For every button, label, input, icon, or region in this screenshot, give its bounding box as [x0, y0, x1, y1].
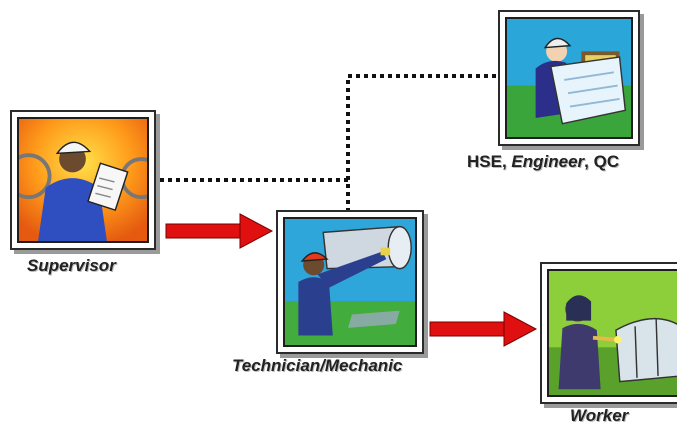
label-worker: Worker [570, 406, 629, 425]
technician-hard-hat-icon [285, 219, 415, 345]
supervisor-clipboard-icon [19, 119, 147, 241]
welder-mask-icon [549, 271, 677, 395]
label-hse-italic: Engineer [511, 152, 585, 171]
arrow-technician-to-worker [429, 311, 538, 347]
engineer-reading-plans-icon [507, 19, 631, 137]
node-supervisor [10, 110, 156, 250]
label-technician-mechanic: Technician/Mechanic [232, 356, 403, 375]
dotted-line-supervisor-to-hse [152, 74, 498, 210]
node-hse-engineer-qc [498, 10, 640, 146]
node-worker [540, 262, 677, 404]
label-hse-suffix: , QC [584, 152, 620, 171]
node-technician-mechanic [276, 210, 424, 354]
label-supervisor: Supervisor [27, 256, 116, 275]
label-hse-engineer-qc: HSE, Engineer, QC [467, 152, 619, 172]
label-hse-prefix: HSE, [467, 152, 512, 171]
arrow-supervisor-to-technician [165, 213, 274, 249]
